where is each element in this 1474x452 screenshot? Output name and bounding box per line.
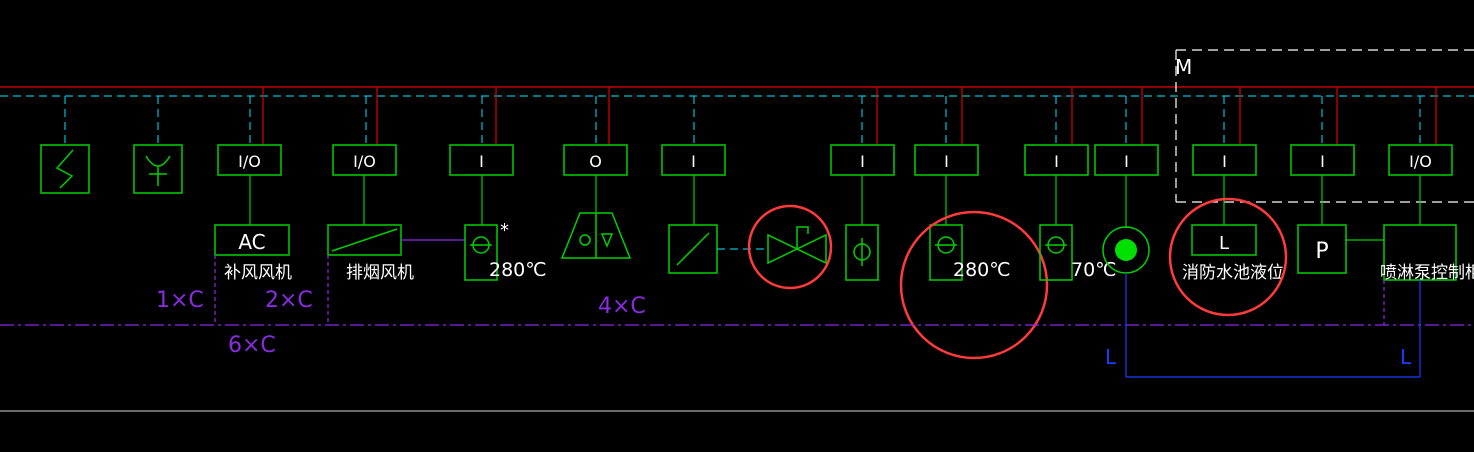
asterisk-mark: * (500, 220, 509, 241)
fire-damper-1: * 280℃ (464, 220, 547, 281)
module-m10: I (1192, 144, 1257, 176)
module-m9: I (1094, 144, 1159, 176)
module-m2: I/O (332, 144, 397, 176)
module-label: I (1320, 152, 1325, 171)
pump-cabinet-name: 喷淋泵控制柜 (1380, 263, 1474, 283)
module-m6: I (830, 144, 895, 176)
temp-label-1: 280℃ (489, 259, 547, 281)
cable-label-6: 6×C (228, 333, 276, 358)
module-m7: I (914, 144, 979, 176)
supply-fan-name: 补风风机 (224, 263, 292, 283)
flame-detector-icon (133, 144, 183, 194)
temp-label-3: 70℃ (1071, 259, 1117, 281)
module-m11: I (1290, 144, 1355, 176)
water-level-sensor: L 消防水池液位 (1182, 224, 1284, 283)
alarm-icon (560, 212, 632, 259)
highlight-circle-level (1168, 197, 1288, 317)
highlight-circle-damper (899, 210, 1049, 360)
ac-label: AC (238, 230, 265, 254)
sprinkler-pump-cabinet: 喷淋泵控制柜 (1380, 224, 1474, 283)
loop-label-2: L (1400, 345, 1412, 369)
module-label: I/O (353, 152, 376, 171)
level-name: 消防水池液位 (1182, 263, 1284, 283)
module-label: I (1222, 152, 1227, 171)
module-m3: I (449, 144, 514, 176)
region-label: M (1175, 55, 1192, 79)
module-label: I (1124, 152, 1129, 171)
highlight-circle-valve (747, 204, 833, 290)
module-m1: I/O (217, 144, 282, 176)
exhaust-fan: 排烟风机 (327, 224, 465, 283)
exhaust-fan-name: 排烟风机 (346, 263, 414, 283)
power-drops (262, 87, 1437, 145)
pressure-sensor: P (1297, 224, 1384, 274)
module-label: I/O (238, 152, 261, 171)
pressure-switch-icon (668, 224, 768, 274)
cable-label-2: 2×C (265, 288, 313, 313)
cable-label-4: 4×C (598, 294, 646, 319)
lamp-fill (1115, 239, 1137, 261)
region-m: M (1175, 49, 1474, 203)
temp-label-2: 280℃ (953, 259, 1011, 281)
module-m8: I (1024, 144, 1089, 176)
valve-icon (767, 226, 827, 265)
blue-loop (1125, 273, 1421, 378)
loop-label-1: L (1105, 345, 1117, 369)
purple-cables (0, 255, 1474, 326)
module-m12: I/O (1388, 144, 1453, 176)
indicator-lamp-icon (1102, 226, 1150, 274)
module-label: I (944, 152, 949, 171)
supply-fan: AC 补风风机 (214, 224, 292, 283)
level-box-label: L (1219, 233, 1229, 254)
module-label: I (691, 152, 696, 171)
flow-switch-icon (845, 224, 879, 281)
module-label: I/O (1409, 152, 1432, 171)
fire-damper-2: 280℃ (929, 224, 1011, 281)
module-m4: O (563, 144, 628, 176)
cable-label-1: 1×C (156, 288, 204, 313)
pressure-box-label: P (1315, 239, 1328, 264)
module-label: I (479, 152, 484, 171)
smoke-detector-icon (40, 144, 90, 194)
module-label: O (589, 152, 602, 171)
module-label: I (1054, 152, 1059, 171)
fire-damper-3: 70℃ (1039, 224, 1117, 281)
signal-drops (64, 96, 1421, 145)
module-m5: I (661, 144, 726, 176)
module-label: I (860, 152, 865, 171)
device-connectors (249, 175, 1421, 228)
